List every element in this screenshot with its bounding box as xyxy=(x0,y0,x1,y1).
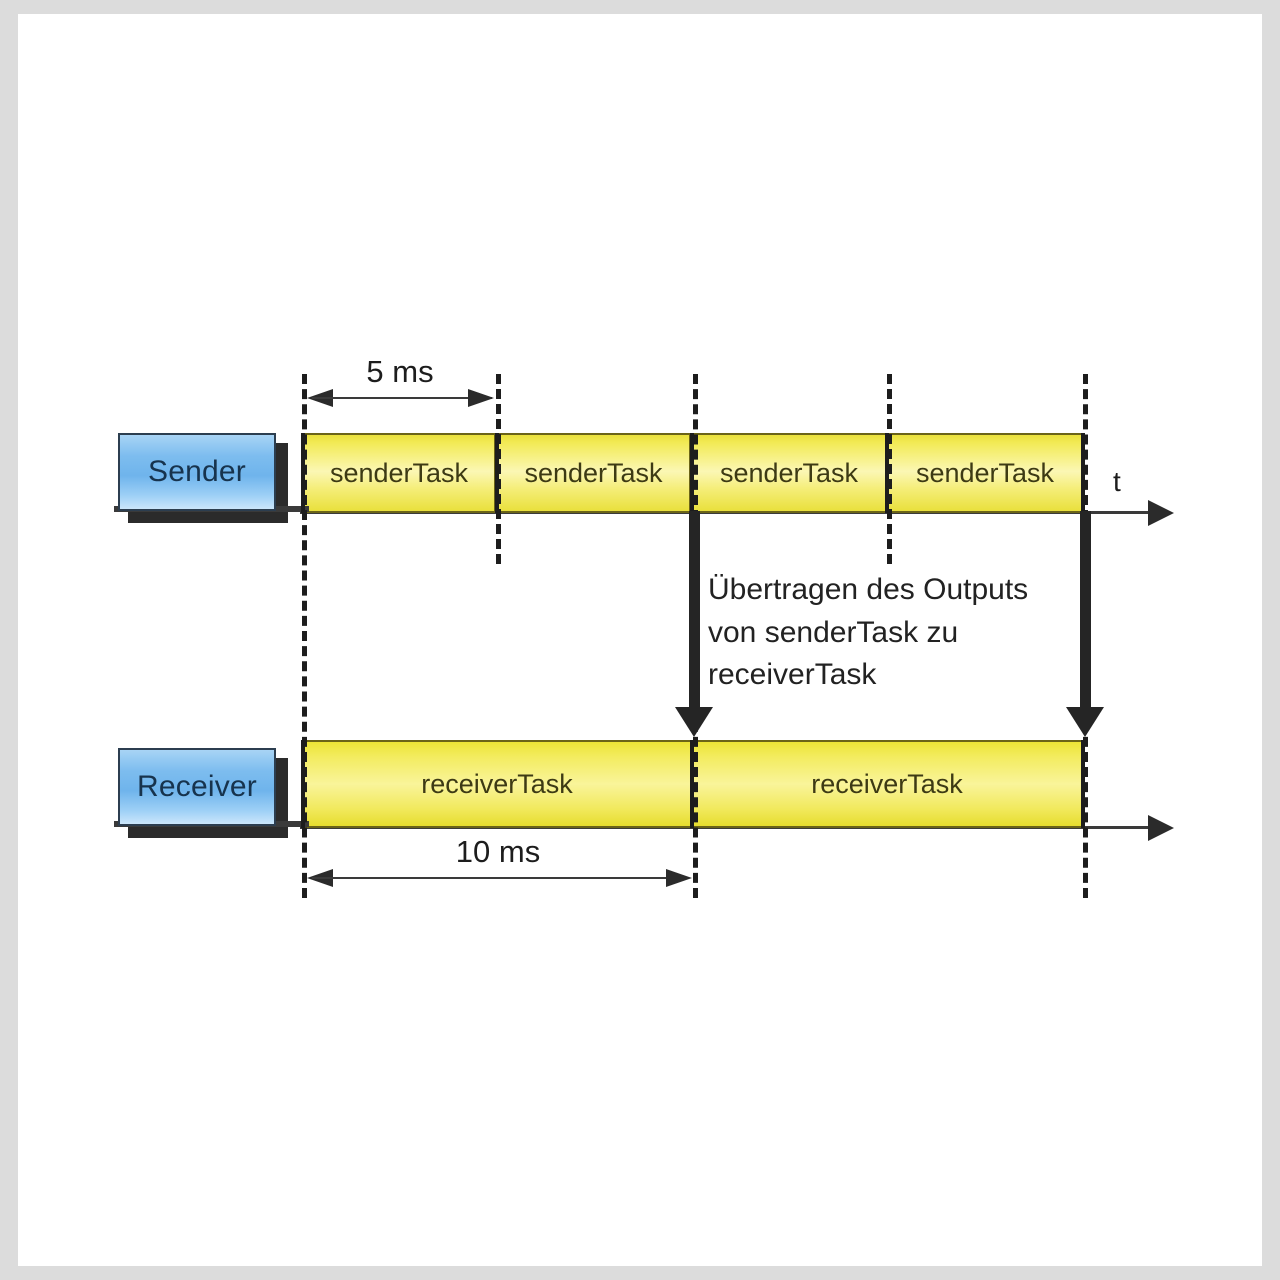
dimension-label-5ms: 5 ms xyxy=(366,354,434,389)
gridline-5ms-overlay xyxy=(495,433,499,513)
dimension-5ms-line xyxy=(312,397,492,399)
transfer-annotation: Übertragen des Outputs von senderTask zu… xyxy=(708,573,1029,692)
dimension-5ms-arrowhead-right xyxy=(468,389,494,407)
receiver-task-label: receiverTask xyxy=(811,768,963,799)
dimension-label-10ms: 10 ms xyxy=(455,834,541,869)
sender-task-bar[interactable]: senderTask xyxy=(887,433,1083,513)
receiver-actor-label: Receiver xyxy=(137,770,257,803)
sender-time-axis-label: t xyxy=(1113,466,1121,497)
sender-task-bar[interactable]: senderTask xyxy=(302,433,496,513)
receiver-task-bar[interactable]: receiverTask xyxy=(302,740,692,828)
receiver-actor-box[interactable]: Receiver xyxy=(118,748,276,826)
sender-task-bar[interactable]: senderTask xyxy=(691,433,887,513)
transfer-arrow-shaft xyxy=(1080,511,1091,709)
transfer-arrow-shaft xyxy=(689,511,700,709)
gridline-0ms-overlay xyxy=(301,740,305,828)
dimension-10ms-line xyxy=(312,877,688,879)
sender-task-label: senderTask xyxy=(524,457,663,488)
gridline-20ms-overlay xyxy=(1081,740,1085,828)
gridline-20ms-overlay xyxy=(1081,433,1085,513)
gridline-0ms xyxy=(302,374,307,898)
sender-task-label: senderTask xyxy=(915,457,1055,488)
transfer-arrow-head xyxy=(675,707,713,737)
dimension-10ms-arrowhead-right xyxy=(666,869,692,887)
transfer-arrow-head xyxy=(1066,707,1104,737)
sender-actor-box[interactable]: Sender xyxy=(118,433,276,511)
diagram-canvas: Sender t senderTask senderTask senderTas… xyxy=(18,14,1262,1266)
sender-time-axis-arrowhead xyxy=(1148,500,1174,526)
sender-actor-label: Sender xyxy=(148,455,246,488)
gridline-15ms xyxy=(887,374,892,564)
sender-task-label: senderTask xyxy=(329,457,469,488)
receiver-task-bar[interactable]: receiverTask xyxy=(691,740,1083,828)
gridline-10ms-overlay xyxy=(690,740,694,828)
receiver-time-axis-arrowhead xyxy=(1148,815,1174,841)
gridline-15ms-overlay xyxy=(885,433,889,513)
sender-task-bar[interactable]: senderTask xyxy=(496,433,691,513)
sender-task-label: senderTask xyxy=(719,457,859,488)
receiver-task-label: receiverTask xyxy=(421,768,573,799)
gridline-10ms-overlay xyxy=(690,433,694,513)
gridline-0ms-overlay xyxy=(301,433,305,513)
